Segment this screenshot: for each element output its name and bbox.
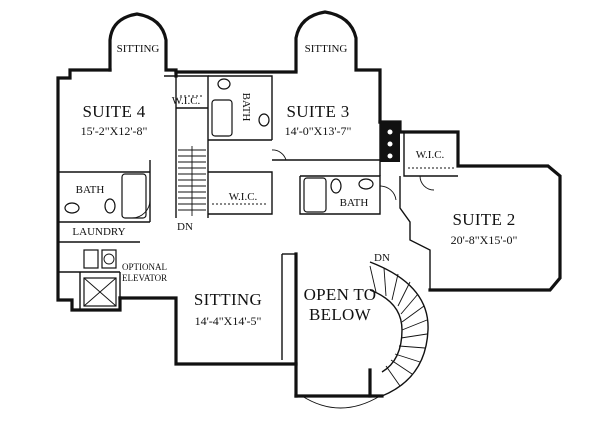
wic-left-label: W.I.C.	[172, 95, 201, 107]
suite4-label: SUITE 4	[82, 102, 145, 121]
wic-right-label: W.I.C.	[416, 149, 445, 161]
suite4-dims: 15'-2"X12'-8"	[81, 124, 148, 138]
elevator-label-line2: ELEVATOR	[122, 273, 167, 283]
suite2-label: SUITE 2	[452, 210, 515, 229]
sitting-left-bay-label: SITTING	[117, 43, 160, 55]
sitting-main-label: SITTING	[194, 290, 262, 309]
laundry-label: LAUNDRY	[72, 226, 125, 238]
open-to-below-line1: OPEN TO	[304, 285, 377, 304]
stair-down-label-curved: DN	[374, 252, 390, 264]
straight-stair	[178, 146, 206, 216]
suite3-label: SUITE 3	[286, 102, 349, 121]
bath-left-label: BATH	[76, 184, 105, 196]
open-to-below-line2: BELOW	[309, 305, 372, 324]
bath-center-label: BATH	[240, 93, 252, 122]
curved-stair	[369, 261, 429, 397]
suite2-dims: 20'-8"X15'-0"	[451, 233, 518, 247]
elevator-label-line1: OPTIONAL	[122, 262, 167, 272]
lower-bay-outline	[301, 395, 381, 409]
interior-walls	[58, 75, 458, 360]
fixtures	[64, 78, 454, 307]
suite3-dims: 14'-0"X13'-7"	[285, 124, 352, 138]
wic-center-label: W.I.C.	[229, 191, 258, 203]
stair-down-label-left: DN	[177, 221, 193, 233]
sitting-right-bay-label: SITTING	[305, 43, 348, 55]
sitting-main-dims: 14'-4"X14'-5"	[195, 314, 262, 328]
bath-lower-label: BATH	[340, 197, 369, 209]
